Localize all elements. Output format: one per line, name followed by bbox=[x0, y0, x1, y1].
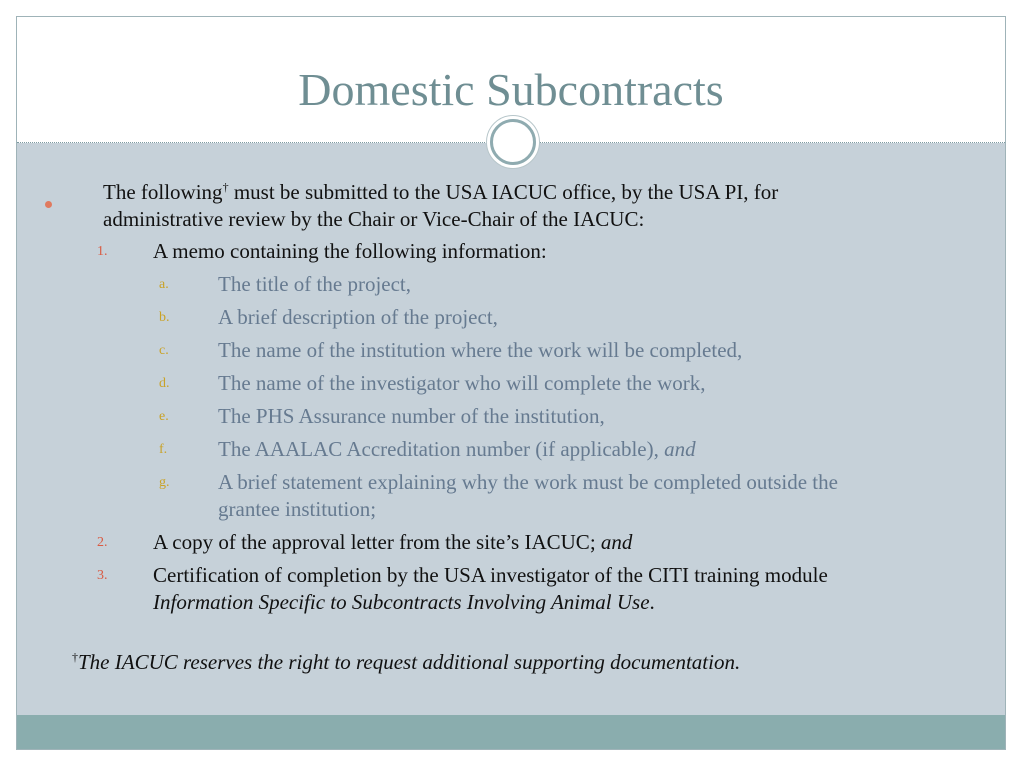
subitem-d-marker: d. bbox=[159, 376, 170, 391]
footnote: †The IACUC reserves the right to request… bbox=[72, 649, 740, 675]
item-3-end: . bbox=[649, 590, 655, 614]
subitem-g-text-line-2: grantee institution; bbox=[218, 497, 377, 521]
main-bullet-line-2: administrative review by the Chair or Vi… bbox=[103, 207, 645, 231]
item-3-text-line-2: Information Specific to Subcontracts Inv… bbox=[153, 589, 655, 615]
subitem-a-marker: a. bbox=[159, 277, 169, 292]
divider-ring-icon bbox=[490, 119, 536, 165]
slide: Domestic Subcontracts The following† mus… bbox=[16, 16, 1006, 750]
item-2-text: A copy of the approval letter from the s… bbox=[153, 530, 601, 554]
footer-band bbox=[17, 715, 1005, 749]
subitem-f-marker: f. bbox=[159, 442, 168, 457]
item-1-marker: 1. bbox=[97, 244, 108, 259]
subitem-f-emph: and bbox=[664, 437, 696, 461]
subitem-e-text: The PHS Assurance number of the institut… bbox=[218, 404, 605, 428]
footnote-text: The IACUC reserves the right to request … bbox=[78, 650, 741, 674]
bullet-dot-icon bbox=[45, 201, 52, 208]
subitem-e-marker: e. bbox=[159, 409, 169, 424]
item-3-emph: Information Specific to Subcontracts Inv… bbox=[153, 590, 650, 614]
subitem-c-marker: c. bbox=[159, 343, 169, 358]
item-2-line: A copy of the approval letter from the s… bbox=[153, 529, 632, 555]
subitem-f-text: The AAALAC Accreditation number (if appl… bbox=[218, 437, 665, 461]
subitem-b-marker: b. bbox=[159, 310, 170, 325]
item-3-text-line-1: Certification of completion by the USA i… bbox=[153, 563, 828, 587]
main-bullet-text-b: must be submitted to the USA IACUC offic… bbox=[228, 180, 779, 204]
slide-title: Domestic Subcontracts bbox=[298, 64, 724, 115]
item-2-emph: and bbox=[600, 530, 633, 554]
subitem-f-line: The AAALAC Accreditation number (if appl… bbox=[218, 436, 696, 462]
subitem-g-marker: g. bbox=[159, 475, 170, 490]
dagger-mark: † bbox=[222, 180, 229, 194]
main-bullet-line-1: The following† must be submitted to the … bbox=[103, 179, 778, 205]
subitem-a-text: The title of the project, bbox=[218, 272, 412, 296]
subitem-g-text-line-1: A brief statement explaining why the wor… bbox=[218, 470, 838, 494]
item-3-marker: 3. bbox=[97, 568, 108, 583]
subitem-b-text: A brief description of the project, bbox=[218, 305, 498, 329]
main-bullet-text-a: The following bbox=[103, 180, 223, 204]
subitem-d-text: The name of the investigator who will co… bbox=[218, 371, 706, 395]
footnote-dagger: † bbox=[72, 650, 78, 664]
subitem-c-text: The name of the institution where the wo… bbox=[218, 338, 743, 362]
item-1-text: A memo containing the following informat… bbox=[153, 239, 547, 263]
item-2-marker: 2. bbox=[97, 535, 108, 550]
